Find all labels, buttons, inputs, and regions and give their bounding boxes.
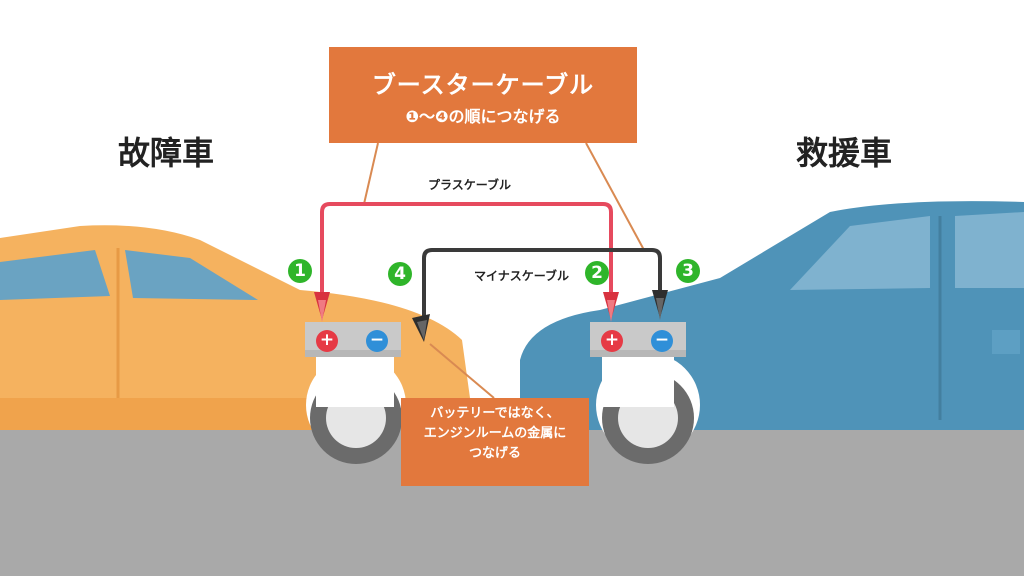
broken-car-front-window: [125, 250, 258, 300]
rescue-car-minus-terminal: −: [651, 330, 673, 352]
rescue-car-rear-window: [955, 212, 1024, 288]
note-line-2: エンジンルームの金属に: [423, 426, 567, 441]
clamp-1-red: [314, 292, 330, 322]
clamp-2-red: [603, 292, 619, 322]
title-box: ブースターケーブル ❶〜❹の順につなげる: [329, 47, 637, 143]
broken-car-plus-terminal: +: [316, 330, 338, 352]
note-box: バッテリーではなく、 エンジンルームの金属に つなげる: [401, 398, 589, 486]
broken-car-rear-window: [0, 250, 110, 300]
title-sub: ❶〜❹の順につなげる: [405, 107, 561, 126]
rescue-car-plus-terminal: +: [601, 330, 623, 352]
step-2-badge: 2: [585, 261, 609, 285]
title-leader-right: [585, 142, 645, 251]
broken-car-minus-terminal: −: [366, 330, 388, 352]
title-leader-left: [363, 142, 379, 205]
rescue-car-front-window: [790, 216, 930, 290]
plus-cable-label: プラスケーブル: [428, 178, 512, 192]
note-line-1: バッテリーではなく、: [430, 406, 560, 421]
minus-cable-label: マイナスケーブル: [474, 269, 570, 283]
rescue-car-label: 救援車: [796, 134, 893, 172]
step-4-badge: 4: [388, 262, 412, 286]
broken-car-label: 故障車: [118, 134, 215, 172]
title-main: ブースターケーブル: [371, 71, 595, 99]
note-leader: [429, 343, 495, 399]
step-3-badge: 3: [676, 259, 700, 283]
step-1-badge: 1: [288, 259, 312, 283]
clamp-4-black: [412, 314, 430, 342]
minus-cable: [422, 248, 662, 318]
plus-cable: [320, 202, 613, 300]
note-line-3: つなげる: [468, 446, 521, 461]
rescue-car-battery: [590, 322, 686, 407]
broken-car-battery: [305, 322, 401, 407]
clamp-3-black: [652, 290, 668, 320]
